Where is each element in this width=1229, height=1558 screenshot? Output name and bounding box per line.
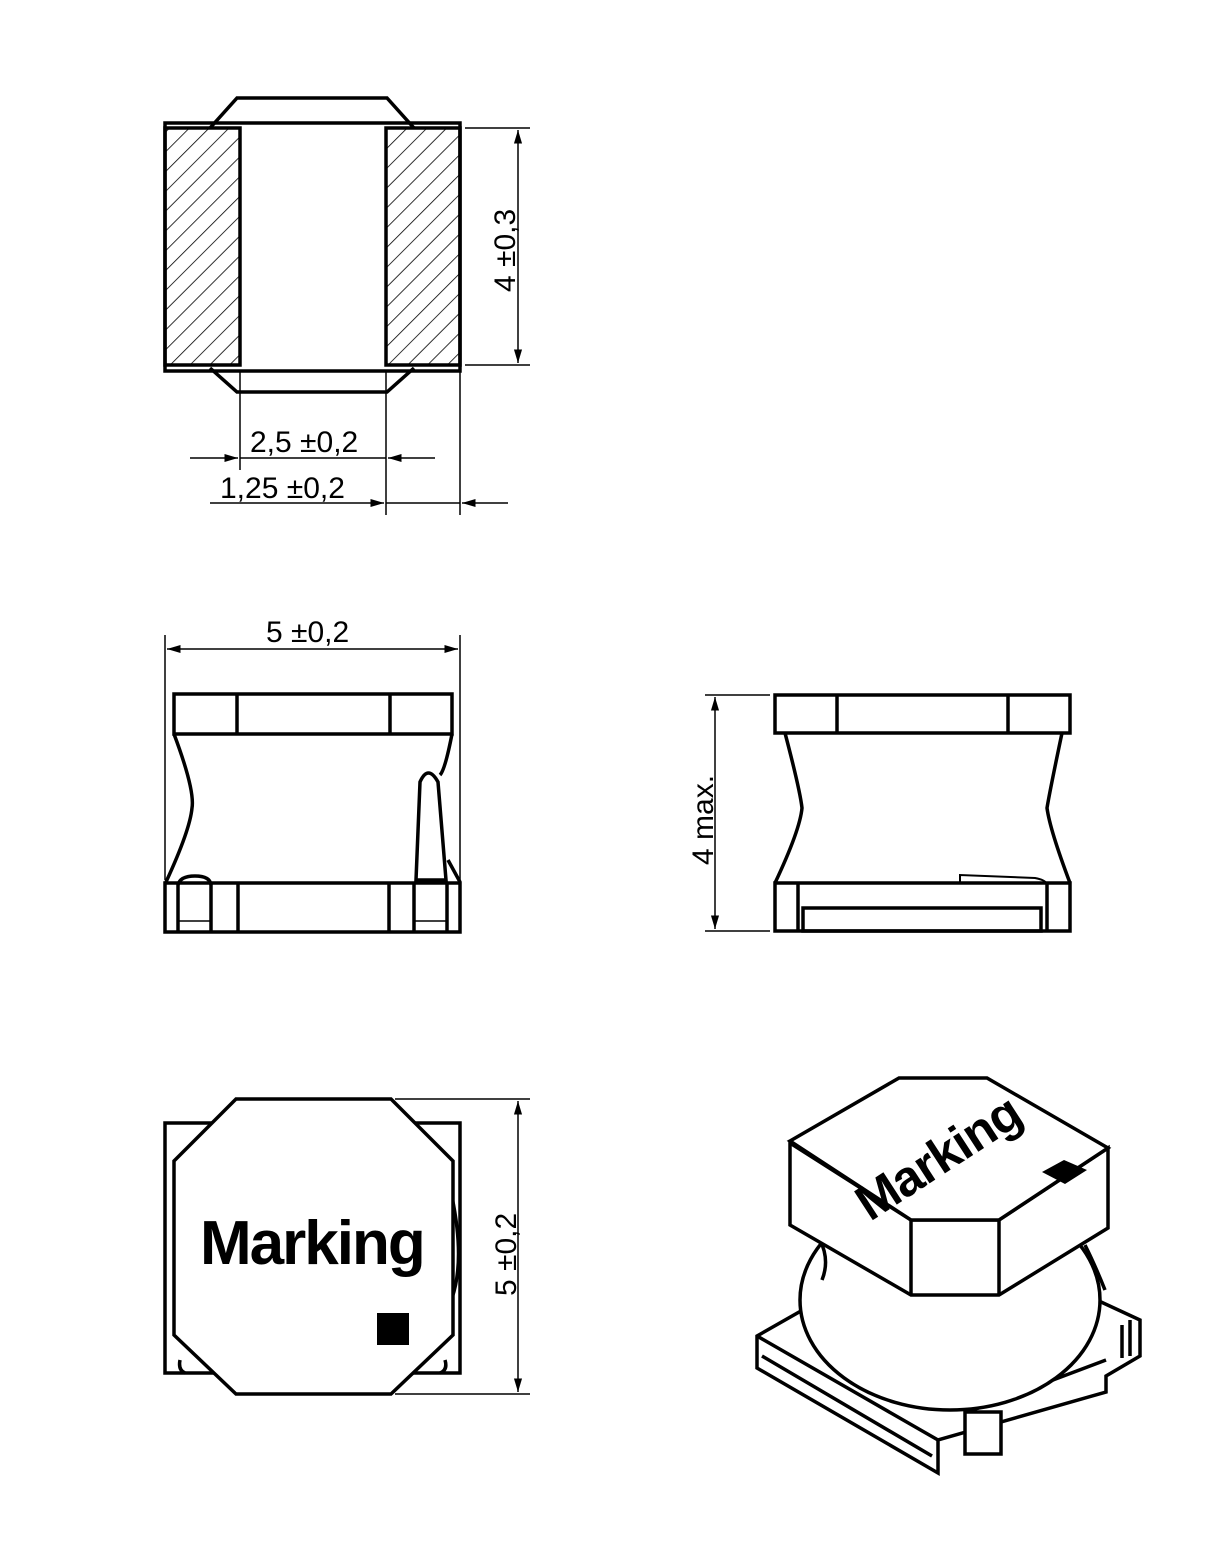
dim-width-label: 5 ±0,2 xyxy=(266,616,349,649)
dim-height-label: 4 ±0,3 xyxy=(489,209,522,292)
iso-polarity-mark xyxy=(1042,1160,1087,1184)
isometric-view: Marking xyxy=(755,1076,1142,1477)
core-outline xyxy=(208,96,416,394)
dim-pad-width-label: 1,25 ±0,2 xyxy=(220,472,345,505)
side-view: 4 max. xyxy=(687,693,1072,933)
polarity-mark xyxy=(377,1313,409,1345)
top-view: Marking 5 ±0,2 xyxy=(163,1097,530,1396)
left-pad xyxy=(163,126,242,367)
bottom-view: 4 ±0,3 2,5 ±0,2 1,25 ±0,2 xyxy=(163,96,530,515)
right-pad xyxy=(384,126,462,367)
marking-text: Marking xyxy=(200,1209,424,1278)
iso-top-face xyxy=(786,1076,1112,1222)
front-view: 5 ±0,2 xyxy=(163,616,462,934)
dim-length-label: 5 ±0,2 xyxy=(490,1213,523,1296)
dim-max-height-label: 4 max. xyxy=(687,775,720,865)
dim-pad-gap-label: 2,5 ±0,2 xyxy=(250,426,358,459)
